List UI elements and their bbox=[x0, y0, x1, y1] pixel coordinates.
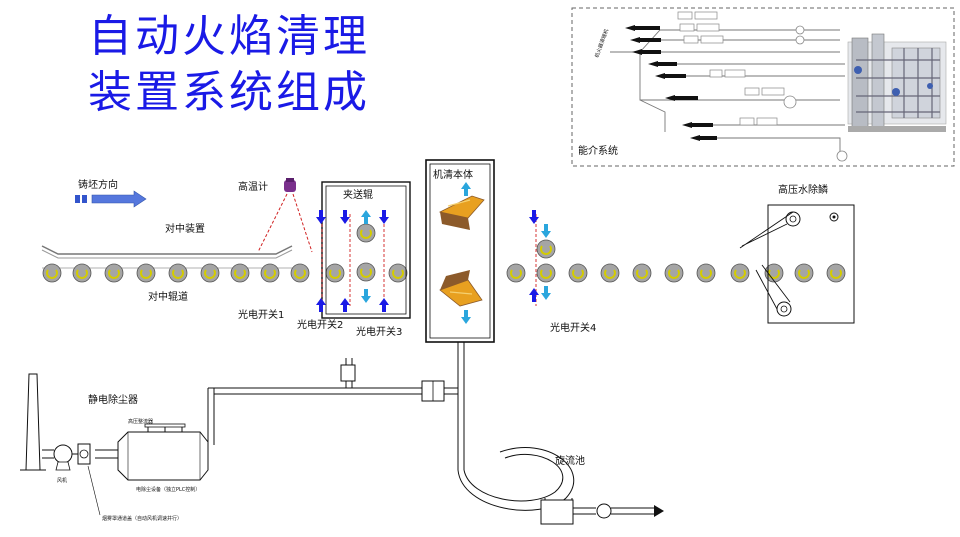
roller-icon bbox=[136, 263, 156, 283]
roller-icon bbox=[356, 223, 376, 243]
roller-icon bbox=[664, 263, 684, 283]
roller-icon bbox=[260, 263, 280, 283]
settling-tank bbox=[540, 499, 574, 525]
roller-icon bbox=[104, 263, 124, 283]
pyrometer-icon bbox=[284, 178, 296, 192]
label-photo-switch-2: 光电开关2 bbox=[297, 318, 343, 331]
pinch-roll-unit: 夹送辊 bbox=[321, 181, 411, 319]
arrow-up-icon bbox=[379, 298, 389, 312]
fan-icon bbox=[53, 444, 73, 464]
cyclone-pool: 旋流池 bbox=[540, 454, 664, 525]
upper-torch-icon bbox=[438, 195, 485, 230]
label-centering-device: 对中装置 bbox=[165, 222, 205, 235]
arrow-down-icon bbox=[379, 210, 389, 224]
roller-icon bbox=[325, 263, 345, 283]
casting-direction-indicator: 铸坯方向 bbox=[75, 178, 147, 208]
fan-and-damper: 风机 烟雾罩通道盖（自动风机调速并行） bbox=[42, 443, 182, 522]
roller-icon bbox=[600, 263, 620, 283]
label-energy-system: 能介系统 bbox=[578, 144, 618, 157]
arrow-down-icon bbox=[340, 210, 350, 224]
roller-icon bbox=[696, 263, 716, 283]
arrow-down-icon bbox=[316, 210, 326, 224]
label-centering-roller-table: 对中辊道 bbox=[148, 290, 188, 303]
roller-icon bbox=[632, 263, 652, 283]
roller-icon bbox=[536, 263, 556, 283]
roller-icon bbox=[730, 263, 750, 283]
pump-icon bbox=[596, 503, 612, 519]
roller-icon bbox=[536, 239, 556, 259]
centering-device: 对中装置 bbox=[41, 222, 300, 269]
esp-bottom-label: 电除尘设备（独立PLC控制） bbox=[136, 486, 200, 493]
scarfing-machine-body: 机清本体 bbox=[425, 159, 495, 343]
roller-icon bbox=[230, 263, 250, 283]
roller-icon bbox=[506, 263, 526, 283]
inset-main-line-label: 机火器清理机 bbox=[593, 28, 610, 59]
casting-direction-arrow-icon bbox=[91, 190, 147, 208]
label-esp: 静电除尘器 bbox=[88, 393, 138, 406]
motion-arrows bbox=[316, 182, 551, 324]
label-pyrometer: 高温计 bbox=[238, 180, 268, 193]
pyrometer: 高温计 bbox=[238, 178, 313, 253]
title-line-2: 装置系统组成 bbox=[88, 67, 370, 118]
roller-icon bbox=[168, 263, 188, 283]
arrow-down-icon bbox=[461, 310, 471, 324]
label-descaler: 高压水除鳞 bbox=[778, 183, 828, 196]
damper-label: 烟雾罩通道盖（自动风机调速并行） bbox=[102, 515, 182, 522]
label-photo-switch-4: 光电开关4 bbox=[550, 321, 596, 334]
label-machine-body: 机清本体 bbox=[433, 168, 473, 181]
electrostatic-precipitator: 静电除尘器 高压整流器 电除尘设备（独立PLC控制） bbox=[88, 393, 209, 493]
energy-system-inset: 机火器清理机 能介系统 bbox=[571, 7, 955, 167]
gas-skid-illustration bbox=[847, 33, 947, 132]
label-cyclone-pool: 旋流池 bbox=[555, 454, 585, 467]
arrow-up-icon bbox=[340, 298, 350, 312]
roller-icon bbox=[200, 263, 220, 283]
label-pinch-roll: 夹送辊 bbox=[343, 188, 373, 201]
inset-arrows bbox=[625, 25, 717, 141]
roller-icon bbox=[356, 262, 376, 282]
roller-icon bbox=[42, 263, 62, 283]
roller-icon bbox=[72, 263, 92, 283]
chimney-icon bbox=[20, 373, 46, 471]
roller-icon bbox=[794, 263, 814, 283]
title-line-1: 自动火焰清理 bbox=[88, 11, 370, 62]
arrow-down-icon bbox=[541, 286, 551, 300]
inset-frame bbox=[571, 7, 955, 167]
arrow-up-icon bbox=[316, 298, 326, 312]
duct-valve-small bbox=[340, 364, 356, 382]
exhaust-duct bbox=[95, 342, 575, 515]
arrow-up-icon bbox=[529, 288, 539, 302]
esp-top-label: 高压整流器 bbox=[128, 418, 153, 425]
arrow-down-icon bbox=[361, 289, 371, 303]
roller-table bbox=[42, 223, 846, 283]
roller-icon bbox=[764, 263, 784, 283]
arrow-up-icon bbox=[461, 182, 471, 196]
roller-icon bbox=[826, 263, 846, 283]
label-fan: 风机 bbox=[57, 477, 67, 484]
arrow-up-icon bbox=[361, 210, 371, 224]
arrow-down-icon bbox=[541, 224, 551, 238]
label-photo-switch-1: 光电开关1 bbox=[238, 308, 284, 321]
roller-icon bbox=[290, 263, 310, 283]
label-photo-switch-3: 光电开关3 bbox=[356, 325, 402, 338]
roller-icon bbox=[568, 263, 588, 283]
arrow-down-icon bbox=[529, 210, 539, 224]
label-casting-direction: 铸坯方向 bbox=[78, 178, 118, 191]
roller-icon bbox=[388, 263, 408, 283]
descaler-unit: 高压水除鳞 bbox=[739, 183, 855, 324]
lower-torch-icon bbox=[439, 270, 483, 307]
